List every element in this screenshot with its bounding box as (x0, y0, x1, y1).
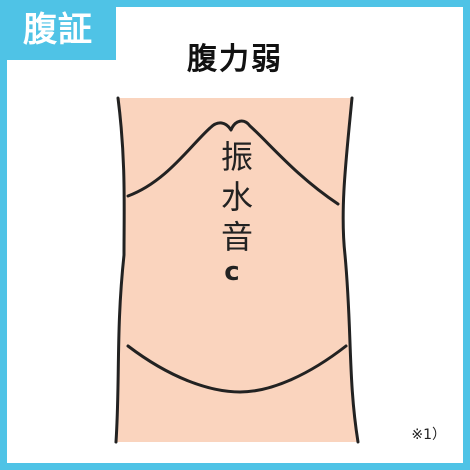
splash-sound-char-2: 水 (221, 178, 253, 216)
footnote-marker: ※1） (411, 427, 446, 443)
torso-body (116, 98, 358, 442)
torso-left-contour (114, 96, 126, 444)
lower-abdomen-line (126, 344, 348, 394)
splash-marker-symbol: c (224, 257, 239, 287)
splash-sound-char-3: 音 (221, 218, 253, 256)
splash-sound-char-1: 振 (221, 138, 253, 176)
torso-right-contour (341, 96, 360, 444)
abdominal-sign-badge: 腹証 (0, 0, 116, 60)
costal-arch-line (126, 119, 340, 206)
diagram-title: 腹力弱 (187, 42, 283, 77)
